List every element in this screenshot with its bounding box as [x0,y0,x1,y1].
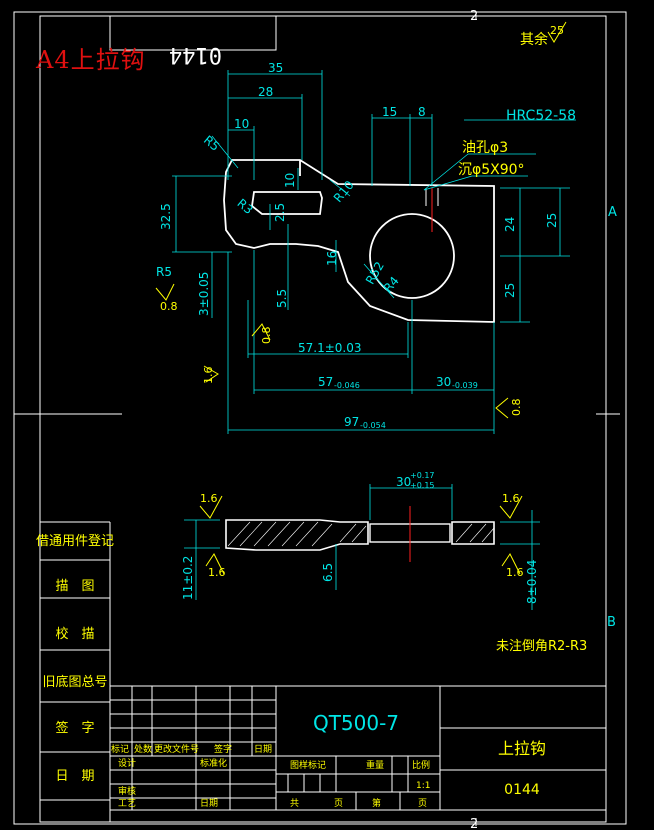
part-code-mirrored: 0144 [169,42,222,67]
tb-weight: 重量 [366,759,384,771]
dim-10v: 10 [283,173,297,188]
part-number: 0144 [504,782,540,798]
sec-65: 6.5 [321,563,335,582]
zone-a: A [608,205,617,220]
dim-30-tol: -0.039 [452,381,478,390]
dim-32: 32.5 [159,203,173,230]
dim-r5b: R5 [156,265,172,279]
finish-rest-symbol [547,21,567,43]
ra-08c: 0.8 [510,399,523,417]
dim-57-1: 57.1±0.03 [298,341,362,355]
material: QT500-7 [313,711,399,735]
overlay-title: A4上拉钩 [36,46,146,74]
dim-57: 57 [318,375,333,389]
ra-08b: 0.8 [260,327,273,345]
dim-25: 25 [545,213,559,228]
hdr-0: 标记 [111,743,129,755]
dimension-lines [172,70,576,434]
dim-r5: R5 [201,133,222,154]
section-dims: 30 +0.17 +0.15 11±0.2 6.5 8±0.04 [181,471,539,604]
dim-r4: R4 [381,274,402,295]
section-roughness [199,495,523,575]
tb-scale-val: 1:1 [416,781,430,791]
dim-16: 16 [325,251,339,266]
dim-15: 15 [382,105,397,119]
part-outline [223,159,495,323]
side-label-2: 校 描 [55,626,94,642]
sec-11: 11±0.2 [181,556,195,600]
tb-scale: 比例 [412,759,430,771]
finish-rest-value: 25 [550,24,564,37]
section-view [184,484,540,610]
tb-stage: 图样标记 [290,759,326,771]
tb-unit2: 页 [418,798,427,809]
ra-08a: 0.8 [160,300,178,313]
zone-2-bottom: 2 [470,817,478,830]
dim-24: 24 [503,217,517,232]
chamfer-note: 未注倒角R2-R3 [496,639,587,654]
dim-10: 10 [234,117,249,131]
hdr-2: 更改文件号 [154,743,199,755]
sec-30-dn: +0.15 [410,481,435,490]
sec-ra16a: 1.6 [200,492,218,505]
dimension-text: 35 28 10 15 8 HRC52-58 R5 R3 R10 R4 R52 … [156,61,576,430]
sec-30: 30 [396,475,411,489]
oil-hole-note: 油孔φ3 [462,140,508,156]
counterbore-note: 沉φ5X90° [458,162,525,178]
part-name: 上拉钩 [498,739,546,758]
side-label-0: 借通用件登记 [36,534,114,549]
side-label-3: 旧底图总号 [42,674,107,690]
dim-30: 30 [436,375,451,389]
side-table [40,521,111,822]
tb-total: 共 [290,798,299,809]
dim-35: 35 [268,61,283,75]
title-block [109,685,607,811]
tb-sheet: 第 [372,797,381,809]
main-bore [369,213,455,299]
sec-ra16d: 1.6 [506,566,524,579]
dim-25v: 2.5 [273,203,287,222]
dim-97-tol: -0.054 [360,421,386,430]
tb-unit1: 页 [334,798,343,809]
hdr-3: 签字 [214,743,232,755]
tb-design: 设计 [118,757,136,769]
dim-8: 8 [418,105,426,119]
sec-ra16c: 1.6 [502,492,520,505]
ra-16a: 1.6 [202,367,215,385]
roughness-symbols-main [155,283,509,419]
hdr-4: 日期 [254,744,272,755]
dim-28: 28 [258,85,273,99]
dim-25b: 25 [503,283,517,298]
tb-process: 工艺 [118,798,136,809]
sec-8: 8±0.04 [525,560,539,604]
zone-b: B [607,615,616,630]
tb-date: 日期 [200,798,218,809]
side-label-5: 日 期 [55,769,94,784]
zone-2-top: 2 [470,9,478,24]
dim-97: 97 [344,415,359,429]
outer-border [13,11,627,825]
dim-57-tol: -0.046 [334,381,360,390]
inner-border [39,15,607,823]
dim-hrc: HRC52-58 [506,108,576,124]
sec-30-up: +0.17 [410,471,435,480]
side-label-4: 签 字 [55,720,94,736]
dim-55: 5.5 [275,289,289,308]
tb-review: 审核 [118,785,136,797]
finish-rest-label: 其余 [520,31,548,48]
tb-std: 标准化 [200,757,227,769]
dim-3: 3±0.05 [197,272,211,316]
hdr-1: 处数 [134,743,152,755]
side-label-1: 描 图 [55,579,94,594]
sec-ra16b: 1.6 [208,566,226,579]
code-box [109,15,277,51]
